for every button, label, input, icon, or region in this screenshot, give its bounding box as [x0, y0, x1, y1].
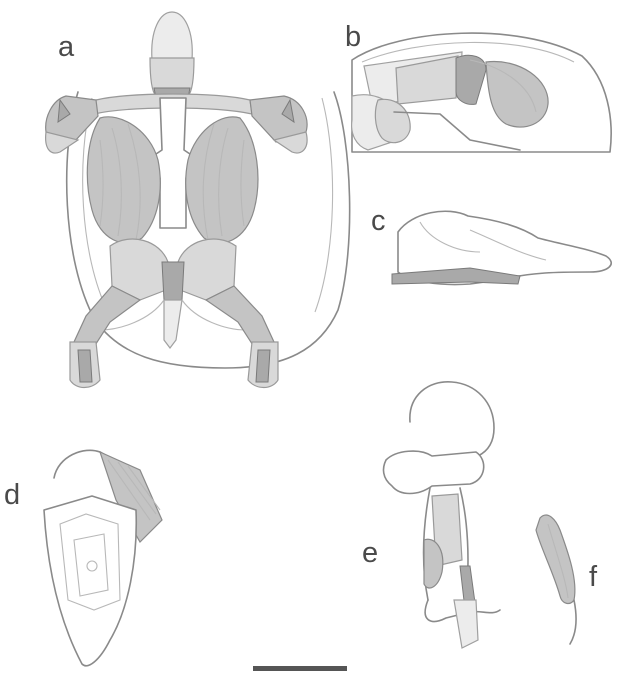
panel-label-c: c [371, 205, 386, 237]
panel-f-drawing [536, 515, 576, 644]
panel-a-drawing [46, 12, 350, 388]
panel-c-drawing [392, 211, 611, 284]
panel-label-a: a [58, 31, 75, 63]
panel-d-drawing [44, 450, 162, 665]
panel-b-drawing [352, 33, 612, 152]
scale-bar [253, 666, 347, 671]
panel-label-d: d [4, 479, 20, 511]
panel-label-f: f [589, 561, 598, 593]
panel-e-drawing [384, 382, 500, 648]
panel-label-b: b [345, 21, 361, 53]
panel-label-e: e [362, 537, 378, 569]
